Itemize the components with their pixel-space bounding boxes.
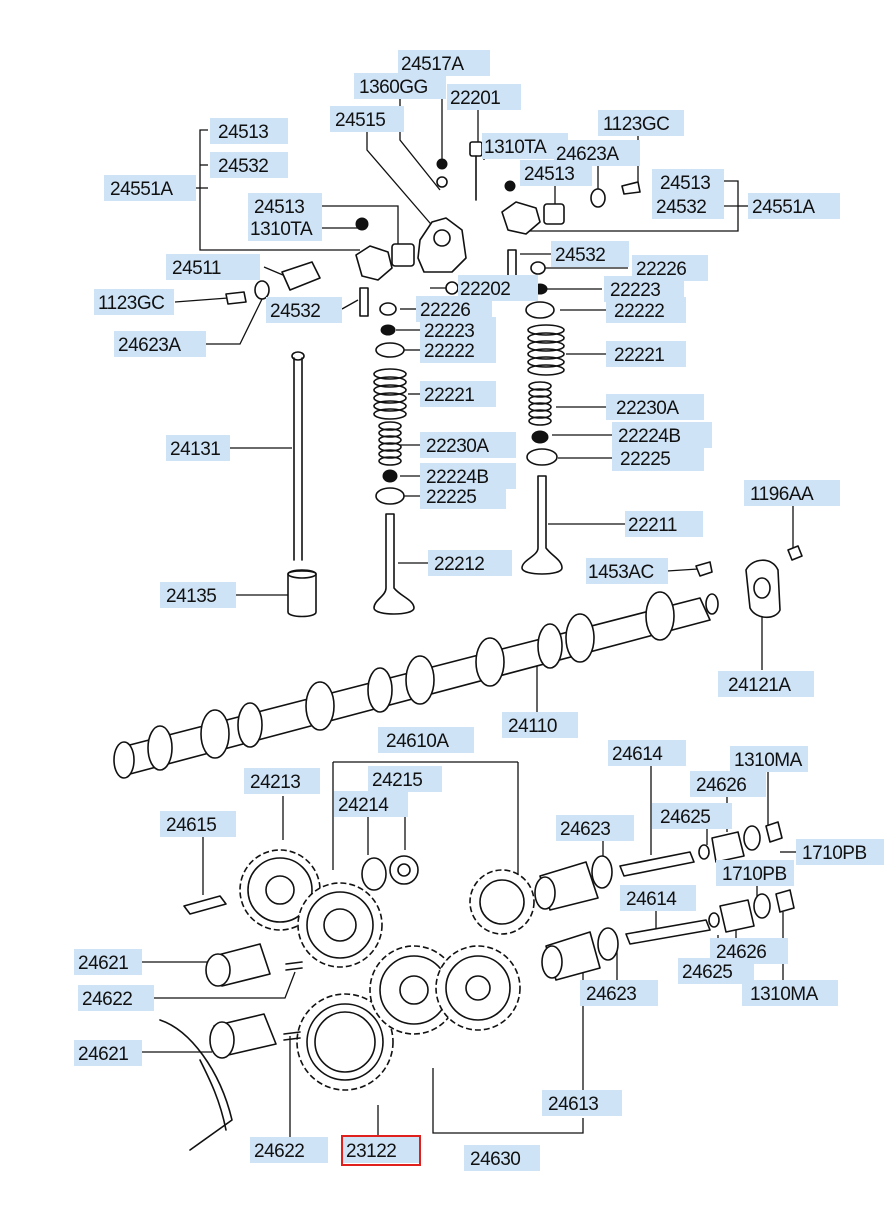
label-24513-right[interactable]: 24513	[660, 173, 711, 194]
label-1310ta-top[interactable]: 1310TA	[484, 137, 547, 158]
bushings-and-shafts	[159, 821, 795, 1151]
camshaft	[113, 545, 803, 779]
label-24626-top[interactable]: 24626	[696, 775, 747, 796]
label-1453ac[interactable]: 1453AC	[588, 562, 654, 583]
label-22222-right[interactable]: 22222	[614, 301, 665, 322]
label-24621-top[interactable]: 24621	[78, 953, 129, 974]
label-24622-top[interactable]: 24622	[82, 989, 133, 1010]
label-23122[interactable]: 23122	[346, 1141, 397, 1162]
label-22225-left[interactable]: 22225	[426, 487, 477, 508]
label-24626-mid[interactable]: 24626	[716, 942, 767, 963]
label-22223-right[interactable]: 22223	[610, 280, 661, 301]
label-1310ma-top[interactable]: 1310MA	[734, 750, 803, 771]
label-1196aa[interactable]: 1196AA	[750, 484, 815, 505]
label-24515[interactable]: 24515	[335, 110, 386, 131]
label-24513-mid[interactable]: 24513	[524, 164, 575, 185]
pushrod-and-tappet	[287, 351, 317, 618]
label-22211[interactable]: 22211	[628, 515, 677, 536]
label-24214[interactable]: 24214	[338, 795, 390, 816]
label-24621-bottom[interactable]: 24621	[78, 1044, 129, 1065]
label-24532-center[interactable]: 24532	[555, 245, 606, 266]
label-24513-left-top[interactable]: 24513	[218, 122, 269, 143]
label-1710pb-right[interactable]: 1710PB	[802, 843, 867, 864]
label-22226-right[interactable]: 22226	[636, 259, 687, 280]
label-24623a-left[interactable]: 24623A	[118, 335, 182, 356]
label-22221-left[interactable]: 22221	[424, 385, 475, 406]
valve-spring-assembly-right	[521, 261, 565, 575]
label-24613[interactable]: 24613	[548, 1094, 599, 1115]
label-24532-right[interactable]: 24532	[656, 197, 707, 218]
label-1360gg[interactable]: 1360GG	[359, 77, 428, 98]
label-24110[interactable]: 24110	[508, 716, 557, 737]
label-24532-left[interactable]: 24532	[270, 301, 321, 322]
label-1710pb-mid[interactable]: 1710PB	[722, 864, 787, 885]
timing-gears	[183, 849, 535, 1091]
part-labels: 24517A 1360GG 22201 24515 1310TA 1123GC …	[74, 50, 884, 1171]
label-24517a[interactable]: 24517A	[401, 54, 465, 75]
highlight-frame-23122	[341, 1135, 421, 1166]
label-24623-mid[interactable]: 24623	[586, 984, 637, 1005]
label-22202[interactable]: 22202	[460, 279, 511, 300]
label-24532-left-top[interactable]: 24532	[218, 156, 269, 177]
label-24213[interactable]: 24213	[250, 772, 301, 793]
label-24551a-right[interactable]: 24551A	[752, 197, 816, 218]
leader-lines	[142, 76, 796, 1138]
label-24551a-left[interactable]: 24551A	[110, 179, 174, 200]
label-24630[interactable]: 24630	[470, 1149, 521, 1170]
label-24614-mid[interactable]: 24614	[626, 889, 678, 910]
label-22230a-left[interactable]: 22230A	[426, 436, 490, 457]
label-24622-bottom[interactable]: 24622	[254, 1141, 305, 1162]
label-22221-right[interactable]: 22221	[614, 345, 665, 366]
label-24615[interactable]: 24615	[166, 815, 217, 836]
label-1310ma-bottom[interactable]: 1310MA	[750, 984, 819, 1005]
label-24625-mid[interactable]: 24625	[682, 962, 733, 983]
label-24623a-top[interactable]: 24623A	[556, 144, 620, 165]
label-22212[interactable]: 22212	[434, 554, 485, 575]
label-24511[interactable]: 24511	[172, 258, 221, 279]
label-22226-left[interactable]: 22226	[420, 300, 471, 321]
label-24121a[interactable]: 24121A	[728, 675, 792, 696]
label-22225-right[interactable]: 22225	[620, 449, 671, 470]
label-22224b-left[interactable]: 22224B	[426, 467, 489, 488]
label-22222-left[interactable]: 22222	[424, 341, 475, 362]
valve-spring-assembly-left	[373, 302, 415, 615]
label-22201[interactable]: 22201	[450, 88, 501, 109]
label-22230a-right[interactable]: 22230A	[616, 398, 680, 419]
label-24215[interactable]: 24215	[372, 770, 423, 791]
label-1123gc-top[interactable]: 1123GC	[603, 114, 670, 135]
label-22223-left[interactable]: 22223	[424, 321, 475, 342]
label-1310ta-left[interactable]: 1310TA	[250, 219, 313, 240]
label-24614-top[interactable]: 24614	[612, 744, 664, 765]
label-24625-top[interactable]: 24625	[660, 807, 711, 828]
label-24513-left[interactable]: 24513	[254, 197, 305, 218]
label-24131[interactable]: 24131	[170, 439, 221, 460]
label-1123gc-left[interactable]: 1123GC	[98, 293, 165, 314]
label-24610a[interactable]: 24610A	[386, 731, 450, 752]
label-22224b-right[interactable]: 22224B	[618, 426, 681, 447]
label-24135[interactable]: 24135	[166, 586, 217, 607]
label-24623-top[interactable]: 24623	[560, 819, 611, 840]
rocker-arm-assembly	[225, 141, 641, 317]
